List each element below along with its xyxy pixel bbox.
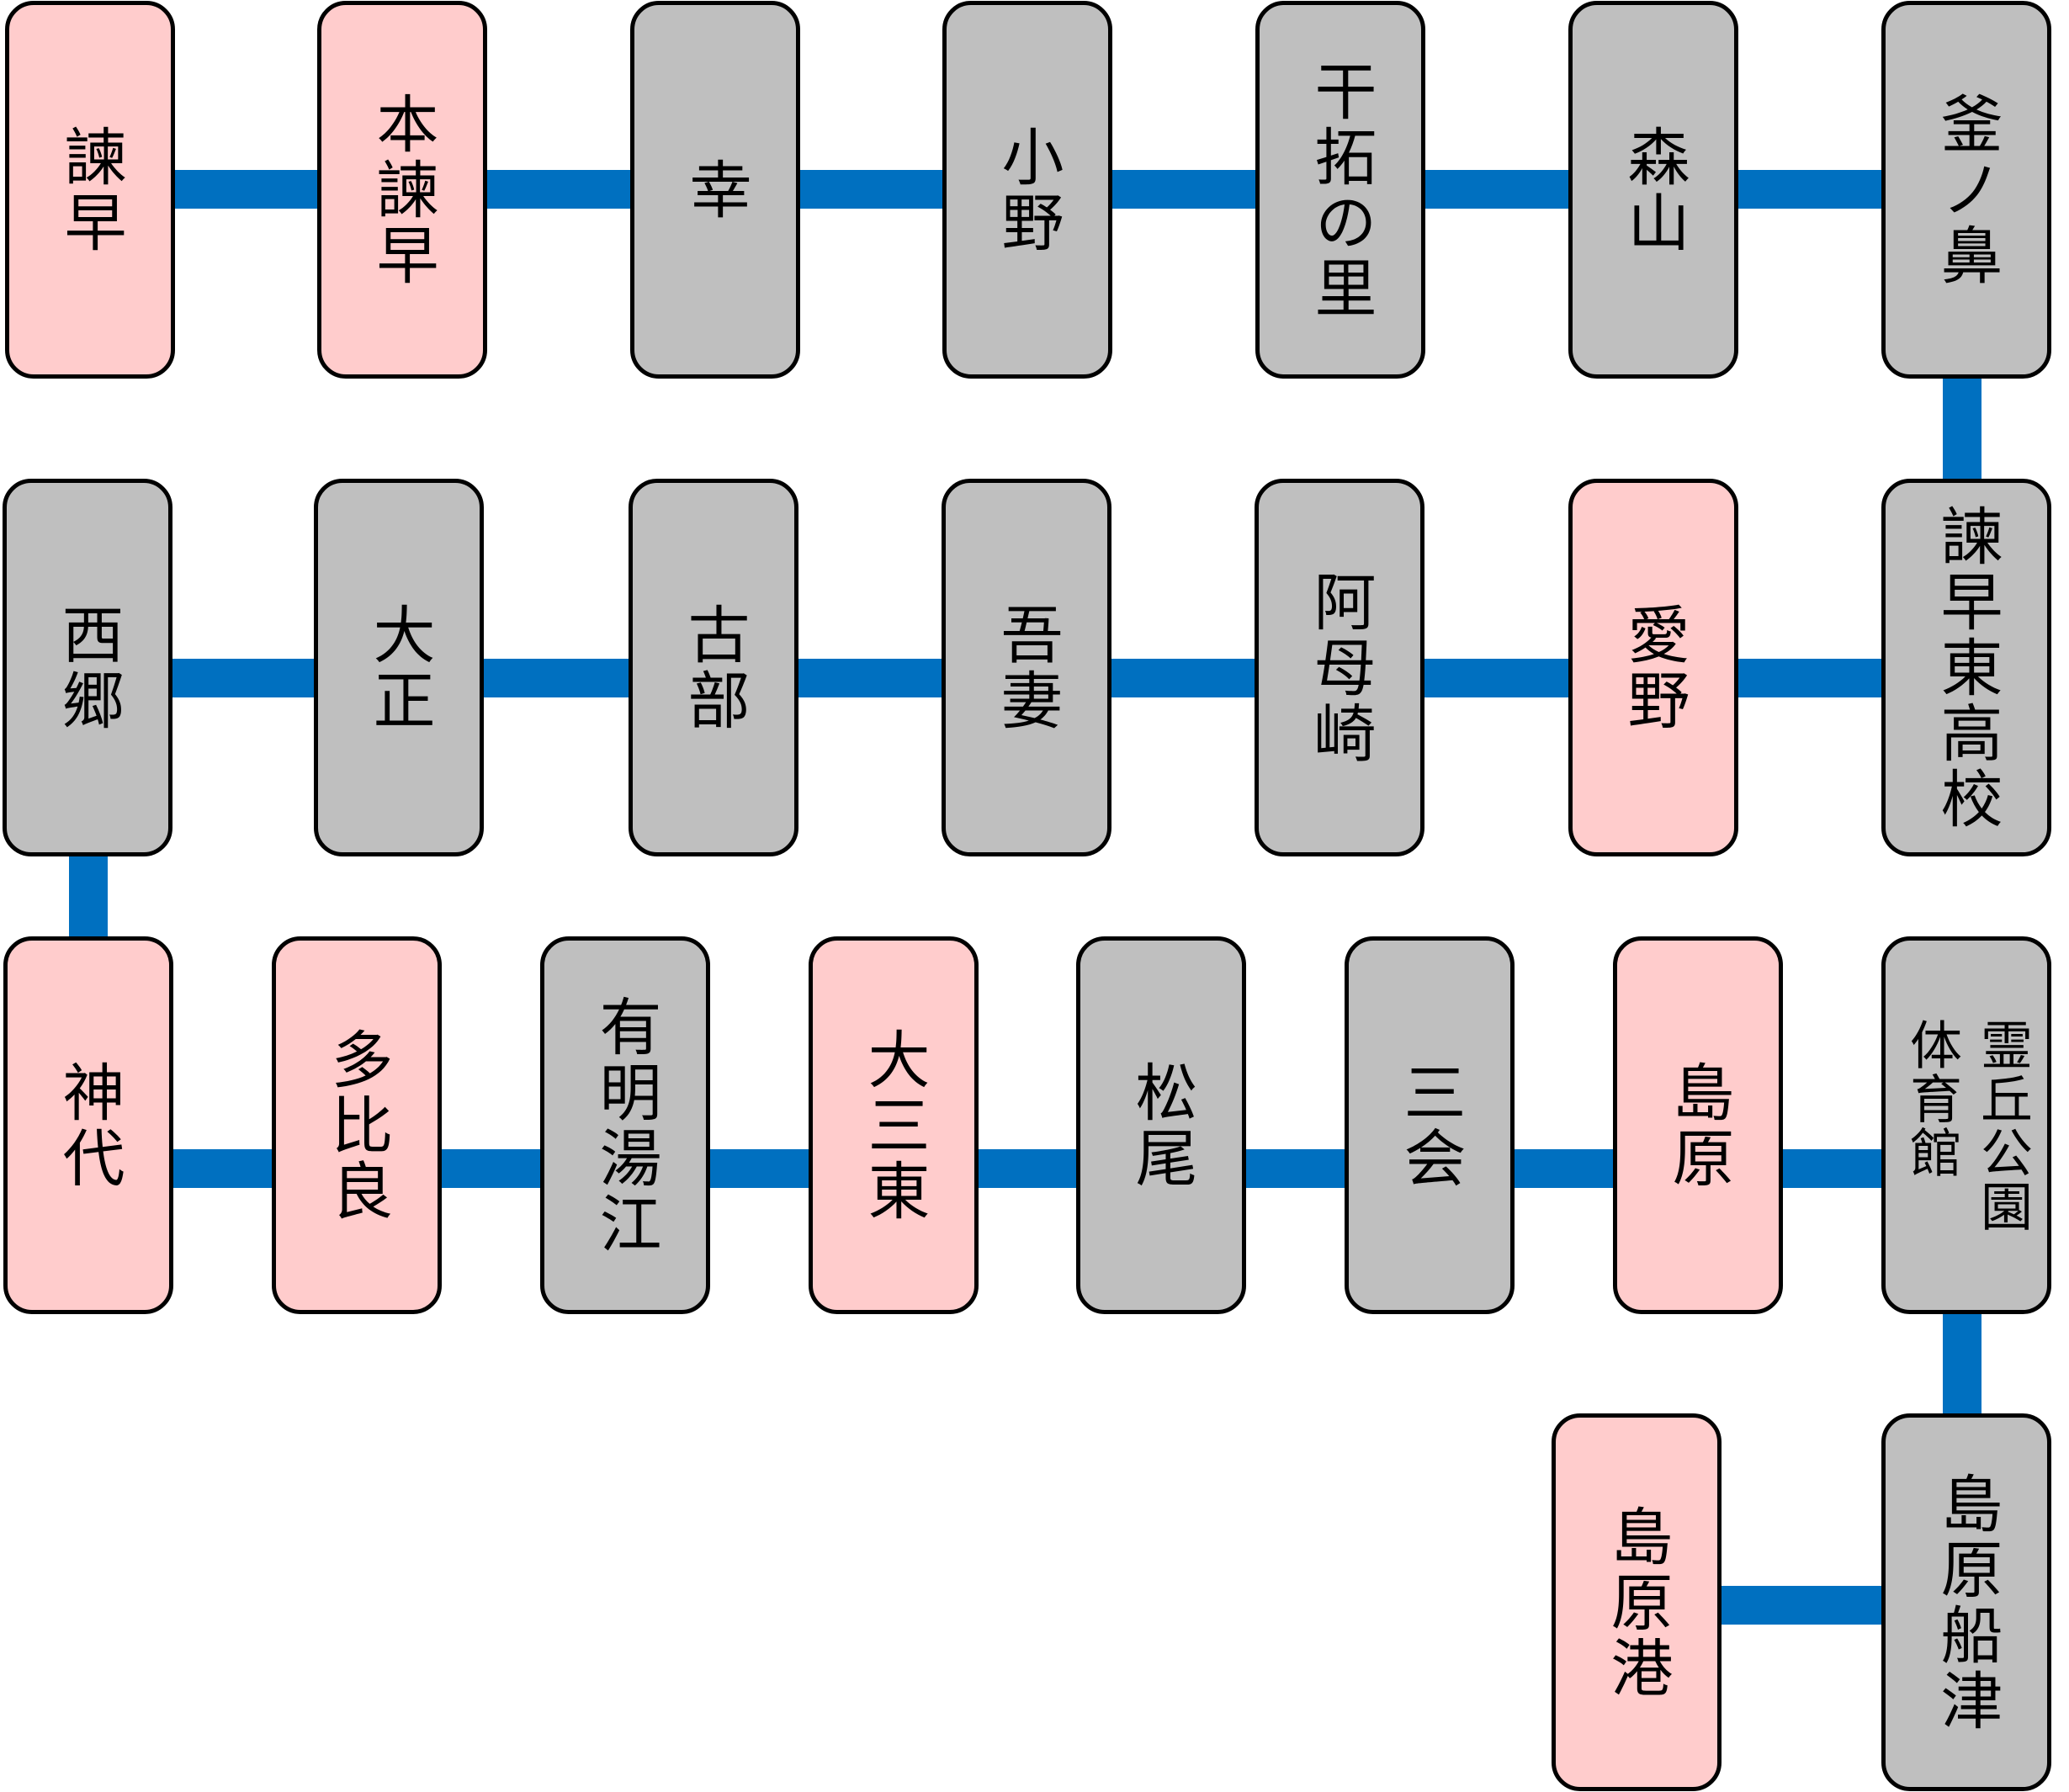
station-name: 大正	[363, 602, 435, 734]
station-taisho[interactable]: 大正	[314, 479, 484, 856]
station-name: 愛野	[1617, 602, 1690, 734]
station-name: 阿母崎	[1303, 569, 1376, 766]
station-kobe[interactable]: 古部	[629, 479, 798, 856]
station-name: 干拓の里	[1304, 58, 1377, 321]
station-ono[interactable]: 小野	[942, 1, 1112, 379]
station-moriyama[interactable]: 森山	[1568, 1, 1738, 379]
station-name: 大三東	[857, 1026, 930, 1224]
station-reikyu-koen-taiikukan[interactable]: 霊丘公園 体育館	[1881, 936, 2051, 1314]
station-name: 三会	[1393, 1059, 1466, 1191]
station-tara[interactable]: 多比良	[272, 936, 442, 1314]
route-line-segment	[1943, 370, 1981, 488]
station-name: 島原	[1662, 1059, 1734, 1191]
station-name: 本諫早	[366, 91, 438, 289]
station-name: 諫早東高校	[1930, 503, 2003, 832]
station-saigo[interactable]: 西郷	[3, 479, 172, 856]
route-line-segment	[1943, 1306, 1981, 1422]
station-hon-isahaya[interactable]: 本諫早	[317, 1, 487, 379]
station-ariake-yue[interactable]: 有明湯江	[540, 936, 710, 1314]
station-isahaya-higashi-koko[interactable]: 諫早東高校	[1881, 479, 2051, 856]
station-name: 小野	[991, 124, 1064, 256]
station-name: 幸	[679, 156, 751, 223]
station-name: 西郷	[51, 602, 124, 734]
station-kantaku-no-sato[interactable]: 干拓の里	[1255, 1, 1425, 379]
station-saiwai[interactable]: 幸	[630, 1, 800, 379]
station-name: 森山	[1617, 124, 1690, 256]
route-line-segment	[69, 850, 108, 944]
station-shimabara-ko[interactable]: 島原港	[1552, 1413, 1722, 1791]
station-shimabara-funatsu[interactable]: 島原船津	[1881, 1413, 2051, 1791]
station-kojiro[interactable]: 神代	[3, 936, 173, 1314]
station-isahaya[interactable]: 諫早	[5, 1, 175, 379]
station-name: 諫早	[54, 124, 126, 256]
station-name: 松尾	[1125, 1059, 1197, 1191]
station-shimabara[interactable]: 島原	[1613, 936, 1783, 1314]
station-name: 島原港	[1600, 1503, 1673, 1701]
station-kama-no-hana[interactable]: 釜ノ鼻	[1881, 1, 2051, 379]
station-mie[interactable]: 三会	[1345, 936, 1515, 1314]
station-name: 釜ノ鼻	[1930, 91, 2003, 289]
station-name: 島原船津	[1930, 1471, 2003, 1734]
station-name: 神代	[52, 1059, 125, 1191]
station-name: 古部	[677, 602, 750, 734]
station-name: 多比良	[321, 1026, 393, 1224]
station-name: 霊丘公園 体育館	[1901, 1017, 2033, 1233]
station-abozaki[interactable]: 阿母崎	[1255, 479, 1424, 856]
station-omisaki[interactable]: 大三東	[809, 936, 979, 1314]
station-matsuo[interactable]: 松尾	[1076, 936, 1246, 1314]
station-name: 吾妻	[990, 602, 1063, 734]
station-azuma[interactable]: 吾妻	[942, 479, 1111, 856]
station-name: 有明湯江	[589, 994, 661, 1257]
station-aino[interactable]: 愛野	[1568, 479, 1738, 856]
